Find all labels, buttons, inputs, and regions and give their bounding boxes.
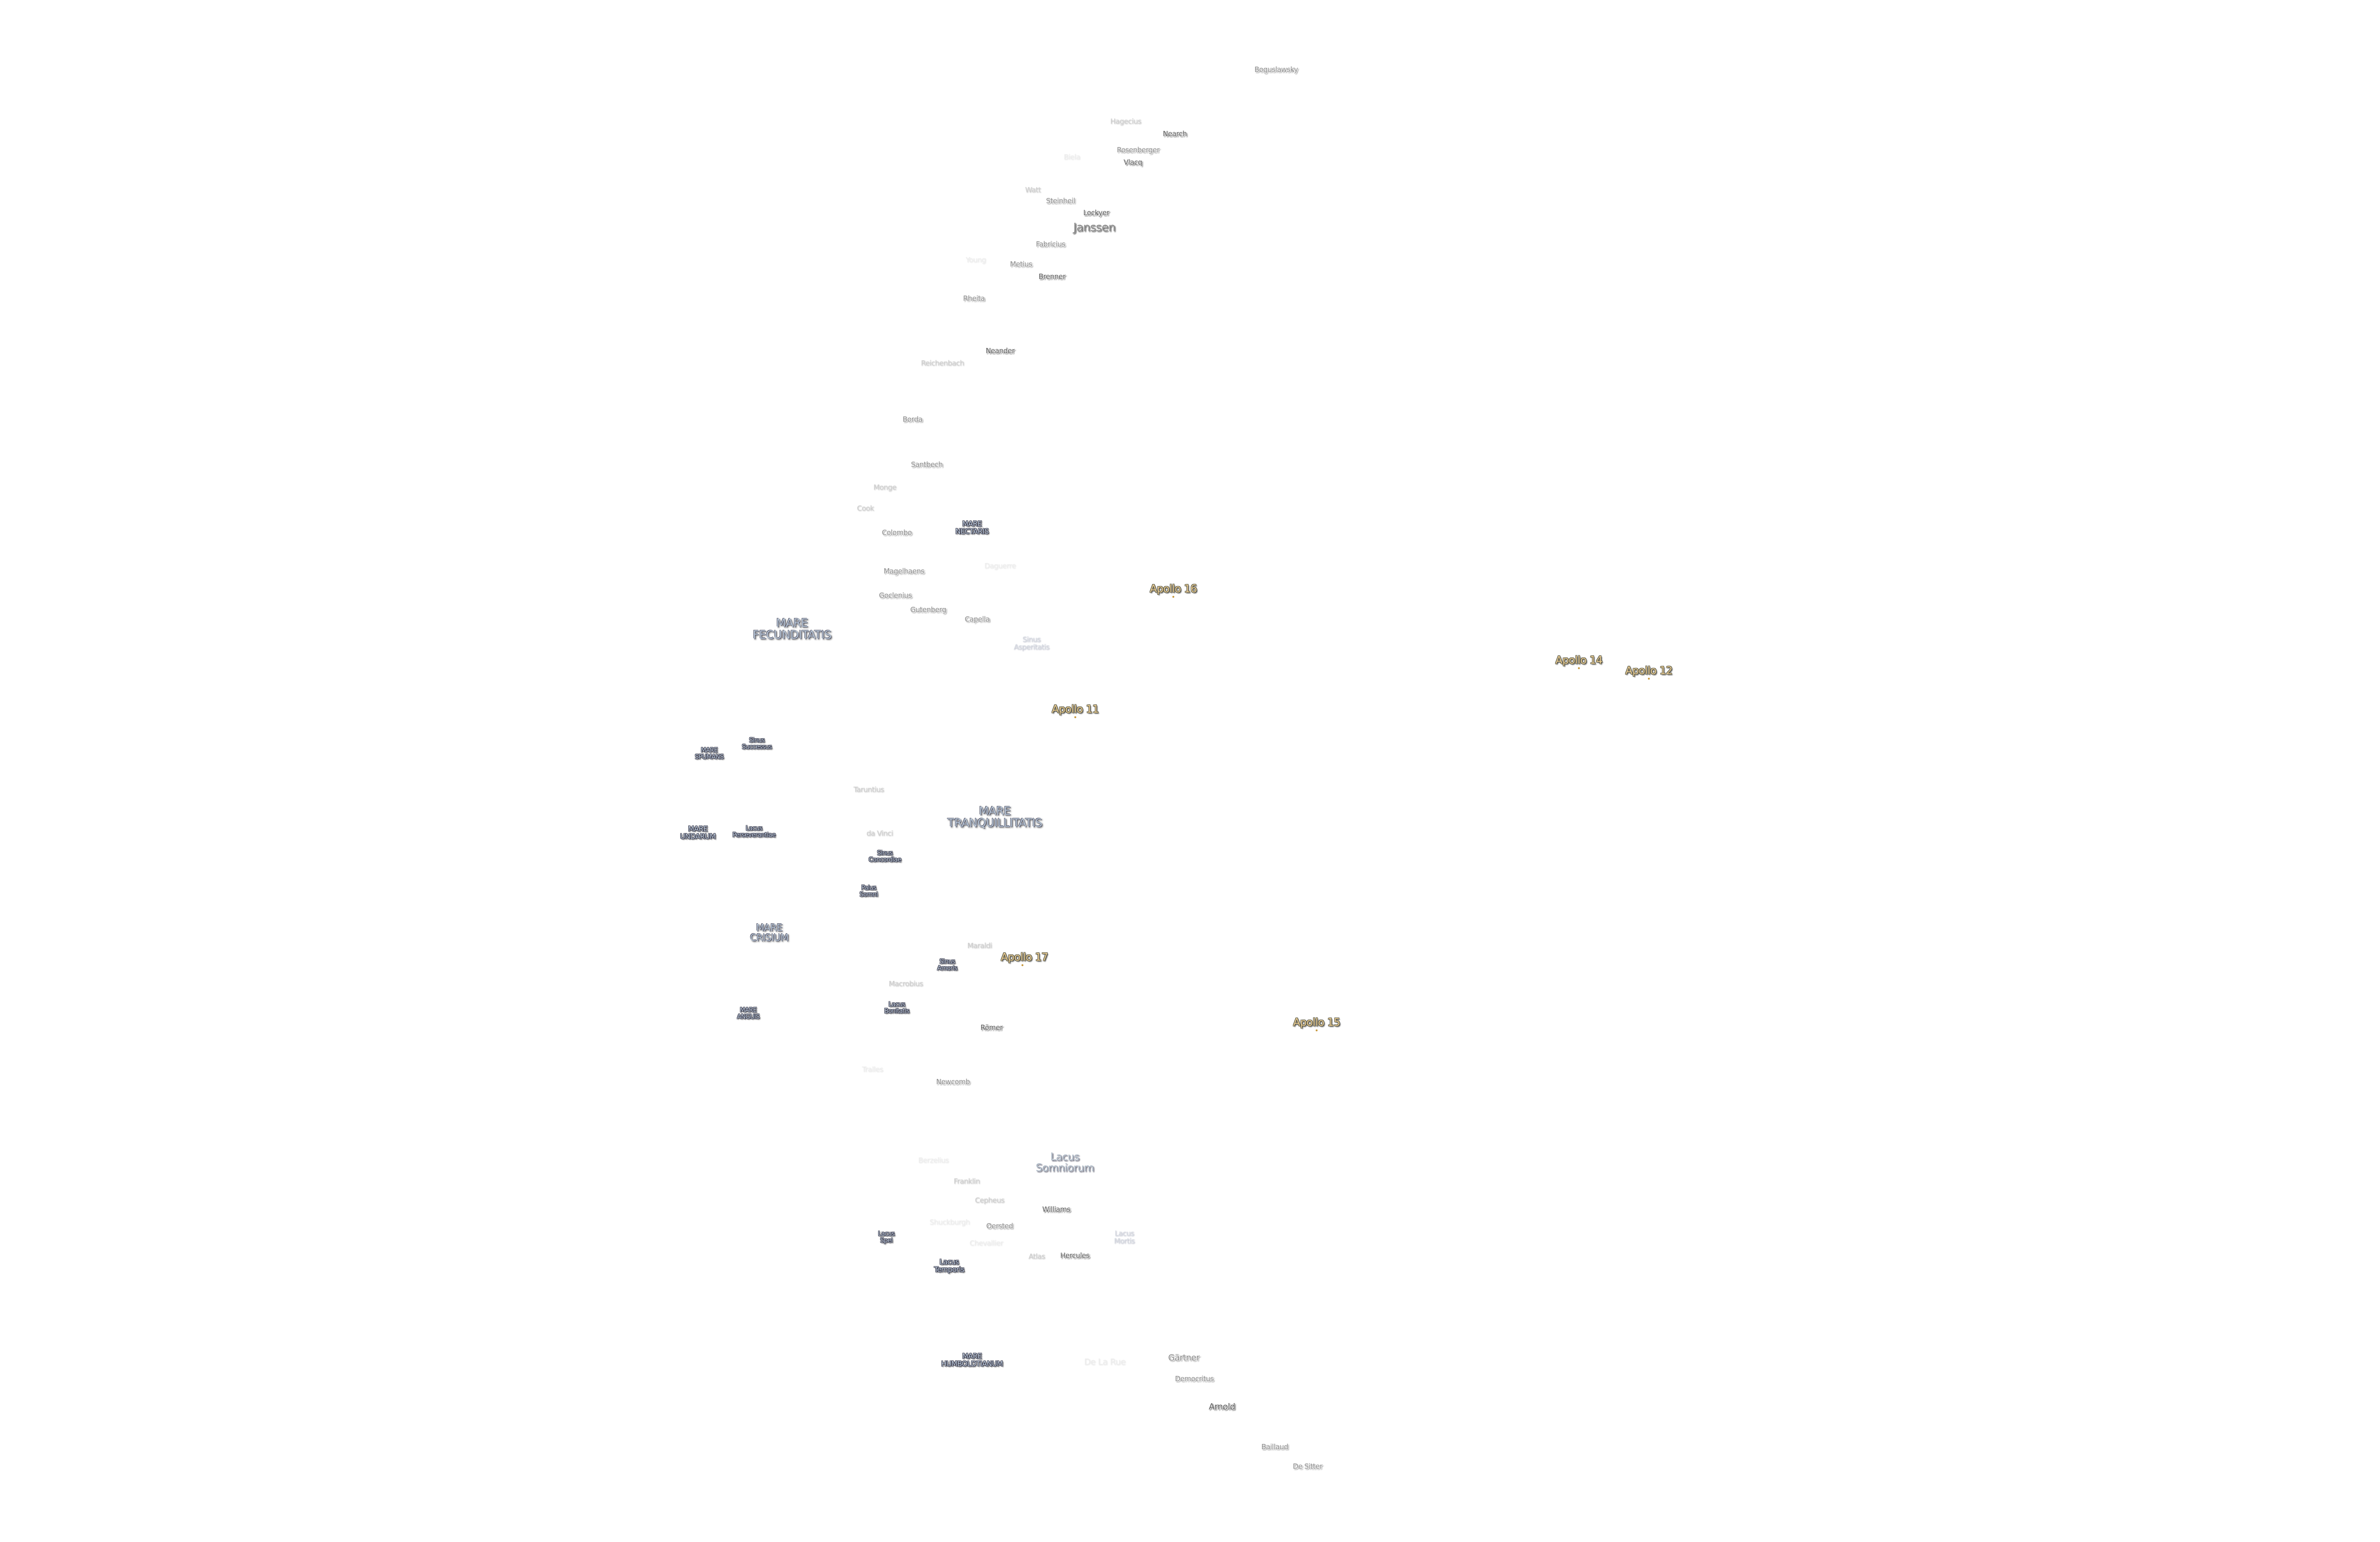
crater-label: De Sitter bbox=[1293, 1462, 1322, 1471]
crater-label: Newcomb bbox=[936, 1077, 970, 1087]
crater-label: Vlacq bbox=[1123, 158, 1142, 167]
lacus-label: Lacus Somniorum bbox=[1035, 1151, 1094, 1174]
crater-label: Rosenberger bbox=[1117, 146, 1160, 155]
crater-label: Capella bbox=[964, 615, 990, 624]
crater-label: Steinheil bbox=[1046, 197, 1075, 206]
crater-label: Hagecius bbox=[1110, 117, 1141, 126]
crater-label: Young bbox=[965, 256, 986, 265]
crater-label: Boguslawsky bbox=[1254, 65, 1298, 74]
lacus-label: Lacus Spei bbox=[878, 1230, 895, 1244]
crater-label: Lockyer bbox=[1083, 208, 1110, 217]
landing-site-marker bbox=[1172, 596, 1174, 598]
crater-label: Macrobius bbox=[889, 979, 923, 988]
crater-label: Neander bbox=[985, 346, 1015, 356]
landing-site-marker bbox=[1074, 716, 1076, 718]
crater-label: Atlas bbox=[1028, 1252, 1045, 1261]
crater-label: Maraldi bbox=[967, 941, 992, 950]
crater-label: Santbech bbox=[911, 460, 943, 469]
crater-label: Magelhaens bbox=[883, 567, 924, 576]
crater-label: Reichenbach bbox=[921, 359, 964, 368]
crater-label: Colombo bbox=[882, 528, 912, 537]
crater-label: Berzelius bbox=[918, 1156, 949, 1165]
apollo-site-label: Apollo 16 bbox=[1150, 583, 1197, 595]
crater-label: Daguerre bbox=[984, 562, 1016, 571]
lacus-label: Lacus Mortis bbox=[1114, 1229, 1135, 1245]
landing-site-marker bbox=[1578, 667, 1580, 669]
mare-label: MARE FECUNDITATIS bbox=[753, 616, 832, 642]
crater-label: Nearch bbox=[1162, 129, 1187, 138]
crater-label: Janssen bbox=[1073, 220, 1116, 234]
crater-label: Shuckburgh bbox=[929, 1218, 970, 1227]
crater-label: De La Rue bbox=[1084, 1357, 1126, 1367]
crater-label: Rheita bbox=[963, 294, 985, 303]
landing-site-marker bbox=[1316, 1029, 1318, 1031]
mare-label: MARE TRANQUILLITATIS bbox=[947, 804, 1042, 830]
crater-label: Metius bbox=[1010, 260, 1032, 269]
lacus-label: Lacus Temporis bbox=[934, 1257, 964, 1274]
lacus-label: Lacus Perseverantiae bbox=[732, 825, 776, 839]
mare-label: MARE CRISIUM bbox=[750, 922, 789, 943]
crater-label: Borda bbox=[902, 415, 922, 424]
mare-label: MARE NECTARIS bbox=[955, 519, 989, 535]
crater-label: Franklin bbox=[953, 1177, 980, 1186]
mare-label: MARE SPUMANS bbox=[694, 747, 724, 761]
crater-label: Baillaud bbox=[1261, 1443, 1289, 1452]
mare-label: MARE UNDARUM bbox=[680, 824, 716, 840]
crater-label: Gutenberg bbox=[910, 605, 946, 614]
apollo-site-label: Apollo 15 bbox=[1293, 1017, 1340, 1029]
crater-label: Democritus bbox=[1175, 1374, 1214, 1384]
mare-label: MARE HUMBOLDTIANUM bbox=[941, 1352, 1003, 1368]
crater-label: da Vinci bbox=[866, 829, 893, 838]
landing-site-marker bbox=[1021, 964, 1023, 966]
crater-label: Tralles bbox=[862, 1065, 883, 1074]
landing-site-marker bbox=[1648, 678, 1650, 680]
crater-label: Oersted bbox=[986, 1222, 1013, 1231]
crater-label: Williams bbox=[1042, 1205, 1071, 1214]
crater-label: Cook bbox=[857, 504, 874, 513]
crater-label: Gärtner bbox=[1168, 1353, 1200, 1363]
apollo-site-label: Apollo 11 bbox=[1051, 703, 1099, 716]
crater-label: Fabricius bbox=[1036, 240, 1065, 249]
crater-label: Monge bbox=[873, 483, 896, 492]
apollo-site-label: Apollo 17 bbox=[1001, 951, 1048, 964]
crater-label: Hercules bbox=[1060, 1251, 1090, 1260]
crater-label: Brenner bbox=[1038, 272, 1066, 281]
sinus-label: Sinus Concordiae bbox=[868, 850, 902, 863]
palus-label: Palus Somni bbox=[859, 884, 878, 898]
sinus-label: Sinus Asperitatis bbox=[1013, 635, 1050, 651]
crater-label: Watt bbox=[1025, 186, 1041, 195]
lacus-label: Lacus Bonitatis bbox=[884, 1001, 910, 1015]
crater-label: Arnold bbox=[1209, 1402, 1235, 1412]
mare-label: MARE ANGUIS bbox=[737, 1007, 760, 1020]
crater-label: Cepheus bbox=[975, 1196, 1004, 1205]
crater-label: Taruntius bbox=[853, 785, 884, 794]
apollo-site-label: Apollo 12 bbox=[1625, 665, 1673, 677]
sinus-label: Sinus Amoris bbox=[937, 958, 958, 972]
sinus-label: Sinus Successus bbox=[742, 737, 772, 751]
crater-label: Römer bbox=[980, 1023, 1003, 1032]
crater-label: Goclenius bbox=[879, 591, 912, 600]
apollo-site-label: Apollo 14 bbox=[1555, 654, 1603, 667]
crater-label: Biela bbox=[1063, 153, 1081, 162]
crater-label: Chevallier bbox=[969, 1239, 1003, 1248]
